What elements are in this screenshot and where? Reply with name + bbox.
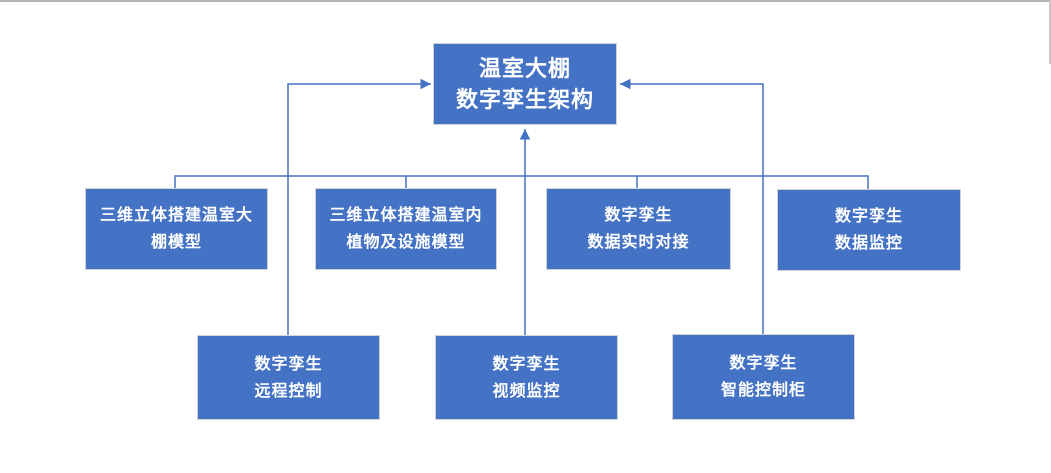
node-label-line: 智能控制柜	[720, 382, 806, 399]
connector-right-riser-arrow	[620, 78, 764, 335]
screen-right-edge	[1049, 0, 1051, 64]
node-label-line: 数字孪生架构	[455, 87, 594, 112]
node-label-line: 远程控制	[254, 382, 323, 400]
node-remote-control: 数字孪生 远程控制	[197, 335, 380, 420]
node-3d-plant-facility-model: 三维立体搭建温室内 植物及设施模型	[315, 188, 497, 270]
node-label-line: 视频监控	[492, 382, 561, 400]
connector-left-riser-arrow	[287, 78, 431, 336]
node-label-line: 数字孪生	[492, 355, 561, 373]
node-label-line: 棚模型	[150, 234, 202, 251]
node-label-line: 温室大棚	[478, 56, 571, 81]
node-label-line: 三维立体搭建温室内	[329, 207, 483, 224]
node-3d-greenhouse-model: 三维立体搭建温室大 棚模型	[85, 188, 268, 270]
node-smart-control-cabinet: 数字孪生 智能控制柜	[672, 334, 855, 420]
node-label-line: 三维立体搭建温室大	[99, 207, 253, 224]
node-label-line: 数据监控	[834, 235, 903, 252]
node-data-monitoring: 数字孪生 数据监控	[777, 189, 961, 271]
node-label-line: 数据实时对接	[587, 234, 690, 251]
node-label-line: 数字孪生	[834, 208, 903, 225]
node-greenhouse-digital-twin-architecture: 温室大棚 数字孪生架构	[433, 43, 617, 125]
node-realtime-data-connection: 数字孪生 数据实时对接	[546, 188, 731, 270]
screen-top-edge	[0, 0, 1051, 2]
connector-bus	[174, 175, 869, 190]
node-label-line: 数字孪生	[604, 207, 673, 224]
node-label-line: 植物及设施模型	[346, 234, 466, 251]
node-video-monitoring: 数字孪生 视频监控	[435, 335, 618, 420]
node-label-line: 数字孪生	[254, 355, 323, 373]
node-label-line: 数字孪生	[729, 355, 798, 372]
